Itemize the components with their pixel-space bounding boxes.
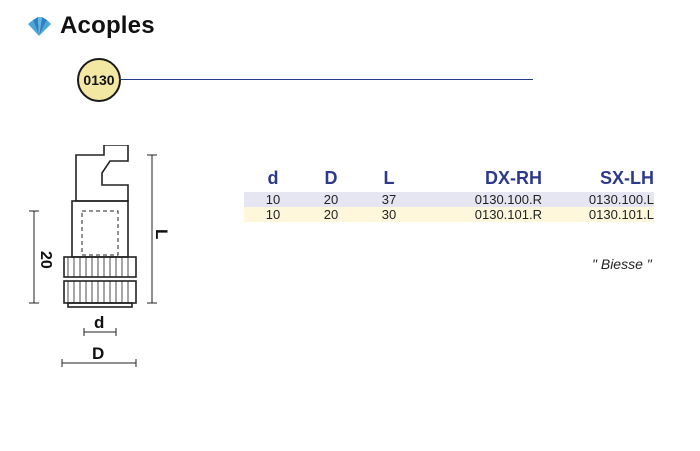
page-title: Acoples [60, 12, 155, 39]
dim-D-label: D [92, 344, 104, 363]
cell-D: 20 [323, 207, 339, 222]
fan-logo-icon [28, 17, 51, 36]
section-code: 0130 [77, 58, 537, 104]
dim-L-label: L [152, 229, 170, 239]
spec-table: d D L DX-RH SX-LH 10 20 37 0130.100.R 01… [244, 168, 654, 222]
col-L-header: L [383, 168, 395, 188]
cell-d: 10 [265, 207, 281, 222]
table-row: 10 20 37 0130.100.R 0130.100.L [244, 192, 654, 207]
table-row: 10 20 30 0130.101.R 0130.101.L [244, 207, 654, 222]
cell-L: 30 [381, 207, 397, 222]
brand-note: " Biesse " [592, 256, 652, 272]
code-underline [119, 79, 533, 80]
cell-d: 10 [265, 192, 281, 207]
cell-sx-lh: 0130.100.L [588, 192, 654, 207]
cell-dx-rh: 0130.100.R [474, 192, 542, 207]
page-header: Acoples [26, 12, 155, 40]
cell-dx-rh: 0130.101.R [474, 207, 542, 222]
dim-20-label: 20 [37, 251, 54, 269]
table-header: d D L DX-RH SX-LH [244, 168, 655, 192]
cell-D: 20 [323, 192, 339, 207]
cell-L: 37 [381, 192, 397, 207]
col-D-header: D [324, 168, 338, 188]
col-dx-rh-header: DX-RH [485, 168, 542, 188]
code-badge: 0130 [77, 58, 121, 102]
coupling-drawing: L 20 d D [29, 145, 170, 367]
cell-sx-lh: 0130.101.L [588, 207, 654, 222]
col-d-header: d [267, 168, 279, 188]
col-sx-lh-header: SX-LH [600, 168, 654, 188]
dim-d-label: d [94, 313, 104, 332]
